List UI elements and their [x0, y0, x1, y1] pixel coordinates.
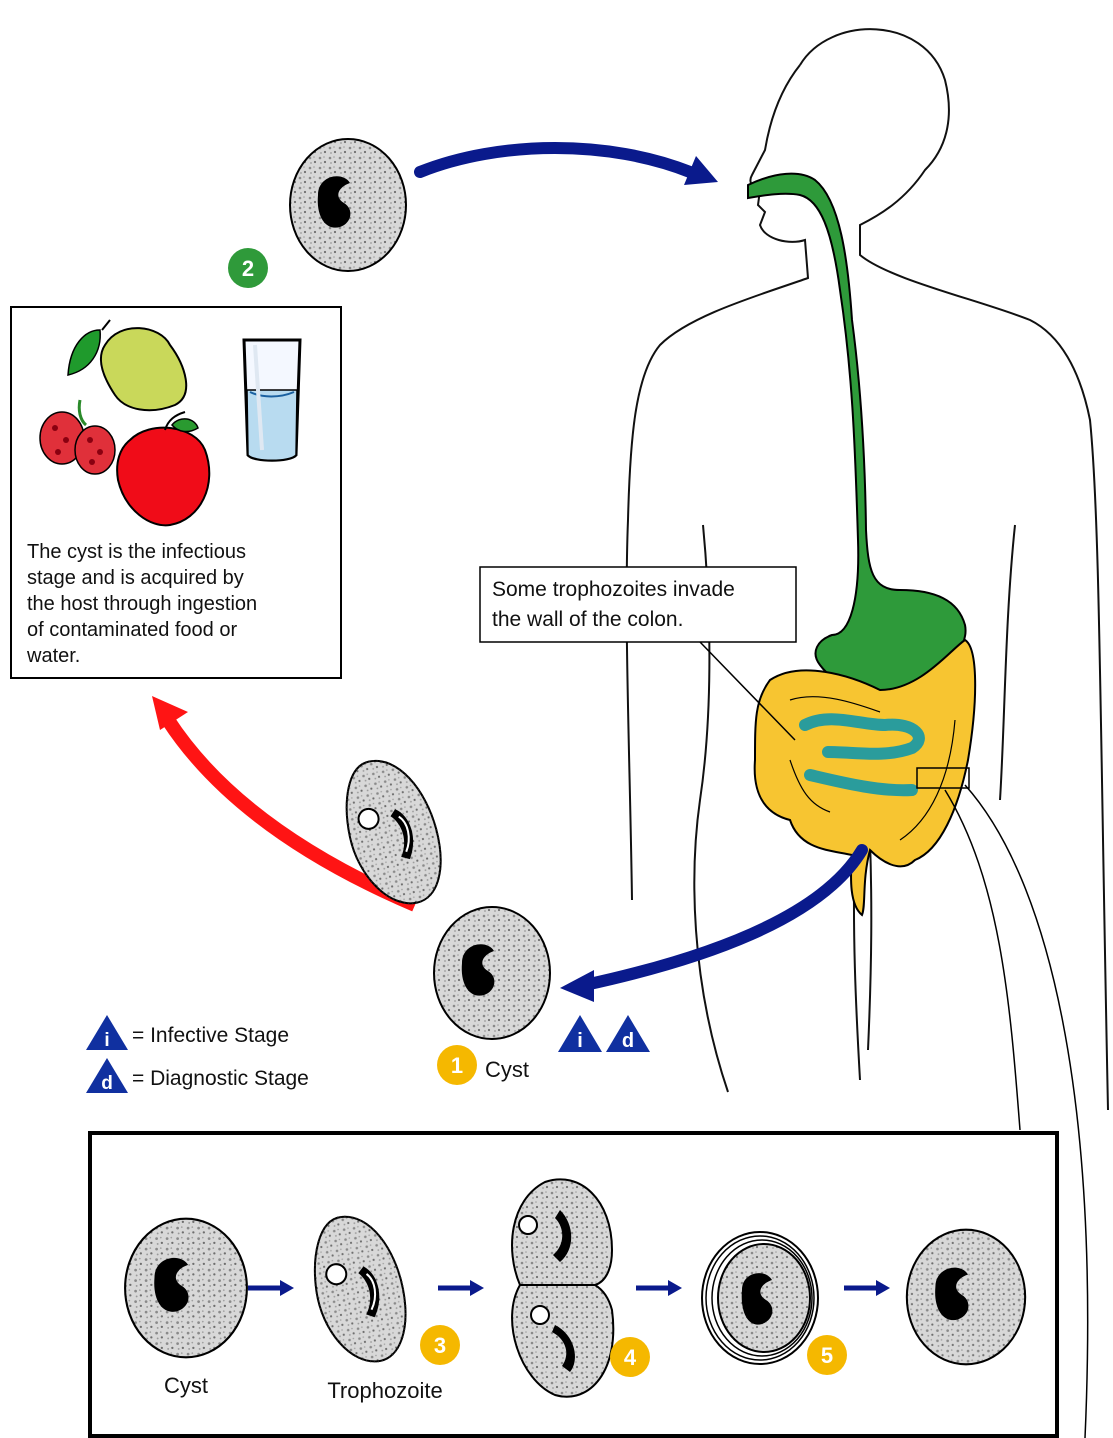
info-line-3: the host through ingestion [27, 593, 257, 615]
middle-trophozoite [335, 751, 450, 914]
panel-dividing-trophozoite [512, 1179, 613, 1396]
panel-cyst-label: Cyst [164, 1373, 208, 1398]
panel-cyst [125, 1219, 247, 1358]
legend: i = Infective Stage d = Diagnostic Stage [86, 1015, 309, 1094]
info-line-2: stage and is acquired by [27, 567, 244, 589]
svg-text:i: i [104, 1030, 109, 1051]
stage-3-badge: 3 [420, 1325, 460, 1365]
svg-text:d: d [101, 1073, 113, 1094]
callout-line-1: Some trophozoites invade [492, 578, 735, 601]
panel-mature-cyst [907, 1230, 1025, 1365]
legend-infective-label: = Infective Stage [132, 1024, 289, 1047]
stage-4-badge: 4 [610, 1337, 650, 1377]
callout-line-2: the wall of the colon. [492, 608, 683, 631]
info-line-1: The cyst is the infectious [27, 541, 246, 563]
blue-arrow-bottom [585, 850, 862, 985]
svg-text:i: i [577, 1030, 583, 1052]
panel-encysting-form [702, 1232, 818, 1364]
callout-box: Some trophozoites invade the wall of the… [480, 567, 796, 642]
ingested-cyst [290, 139, 406, 271]
stage-5-badge: 5 [807, 1335, 847, 1375]
bottom-panel: Cyst Trophozoite 3 4 [90, 1133, 1057, 1436]
svg-text:2: 2 [242, 256, 254, 281]
stage-1-label: Cyst [485, 1057, 529, 1082]
svg-text:d: d [622, 1030, 634, 1052]
food-water-box: The cyst is the infectious stage and is … [11, 307, 341, 678]
svg-text:3: 3 [434, 1333, 446, 1358]
info-line-4: of contaminated food or [27, 619, 237, 641]
svg-text:1: 1 [451, 1053, 463, 1078]
svg-text:4: 4 [624, 1345, 637, 1370]
svg-text:5: 5 [821, 1343, 833, 1368]
blue-arrow-top [420, 148, 690, 172]
infective-badge: i [558, 1015, 602, 1052]
stage-2-badge: 2 [228, 248, 268, 288]
info-line-5: water. [26, 645, 80, 667]
stage-1-badge: 1 [437, 1045, 477, 1085]
excreted-cyst [434, 907, 550, 1039]
zoom-line-2 [945, 790, 1020, 1130]
diagnostic-badge: d [606, 1015, 650, 1052]
water-glass-icon [244, 340, 300, 460]
legend-diagnostic-label: = Diagnostic Stage [132, 1067, 309, 1090]
panel-trophozoite-label: Trophozoite [327, 1378, 442, 1403]
